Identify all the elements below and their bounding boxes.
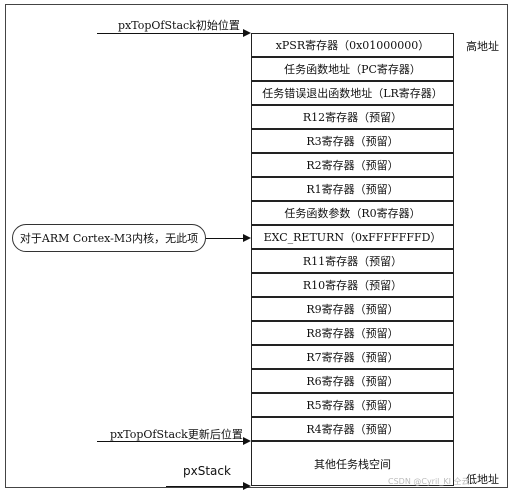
updated-top-of-stack-label: pxTopOfStack更新后位置 [110,428,243,441]
stack-cell-r9: R9寄存器（预留） [251,297,454,321]
note-arrow-line [206,238,243,239]
stack-cell-r3: R3寄存器（预留） [251,129,454,153]
initial-top-of-stack-label: pxTopOfStack初始位置 [118,19,240,32]
low-address-label: 低地址 [466,473,499,486]
stack-cell-other-task-space: 其他任务栈空间 [251,441,454,486]
stack-cell-lr: 任务错误退出函数地址（LR寄存器） [251,81,454,105]
cortex-m3-note: 对于ARM Cortex-M3内核，无此项 [12,224,206,252]
stack-cell-r0: 任务函数参数（R0寄存器） [251,201,454,225]
pxstack-pointer-arrow-icon [243,482,251,490]
initial-pointer-arrow-icon [243,29,251,37]
high-address-label: 高地址 [466,40,499,53]
updated-pointer-line [97,441,243,442]
stack-cell-exc-return: EXC_RETURN（0xFFFFFFFD） [251,225,454,249]
stack-cell-r11: R11寄存器（预留） [251,249,454,273]
note-arrow-icon [243,234,251,242]
stack-cell-r7: R7寄存器（预留） [251,345,454,369]
stack-cell-r8: R8寄存器（预留） [251,321,454,345]
stack-cell-r10: R10寄存器（预留） [251,273,454,297]
stack-cell-xpsr: xPSR寄存器（0x01000000） [251,33,454,57]
pxstack-pointer-line [166,486,243,487]
stack-cell-r1: R1寄存器（预留） [251,177,454,201]
updated-pointer-arrow-icon [243,437,251,445]
initial-pointer-line [97,33,243,34]
stack-cell-r5: R5寄存器（预留） [251,393,454,417]
diagram-frame [5,4,508,488]
stack-cell-r2: R2寄存器（预留） [251,153,454,177]
stack-cell-r6: R6寄存器（预留） [251,369,454,393]
watermark: CSDN @Cyril_KI 仝云 [388,477,470,486]
stack-cell-r4: R4寄存器（预留） [251,417,454,441]
stack-cell-pc: 任务函数地址（PC寄存器） [251,57,454,81]
stack-cell-r12: R12寄存器（预留） [251,105,454,129]
pxstack-label: pxStack [183,464,231,478]
